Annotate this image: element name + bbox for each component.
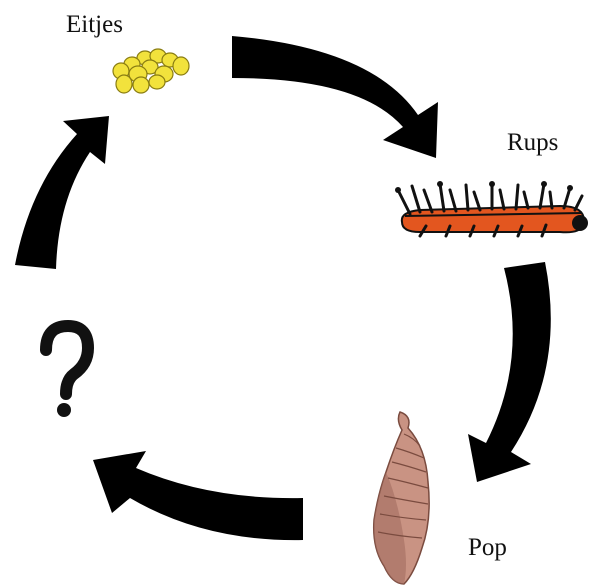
cycle-arrow-pupa-to-unknown <box>93 451 303 541</box>
question-mark-icon <box>40 319 95 417</box>
cycle-arrow-unknown-to-eggs <box>15 116 109 269</box>
stage-label-caterpillar: Rups <box>507 129 559 156</box>
pupa-icon <box>372 411 430 585</box>
caterpillar-icon <box>395 181 588 238</box>
eggs-icon <box>112 48 190 94</box>
stage-label-pupa: Pop <box>468 534 507 561</box>
stage-label-eggs: Eitjes <box>66 11 123 38</box>
cycle-arrow-eggs-to-caterpillar <box>232 36 438 158</box>
cycle-arrow-caterpillar-to-pupa <box>468 262 551 482</box>
